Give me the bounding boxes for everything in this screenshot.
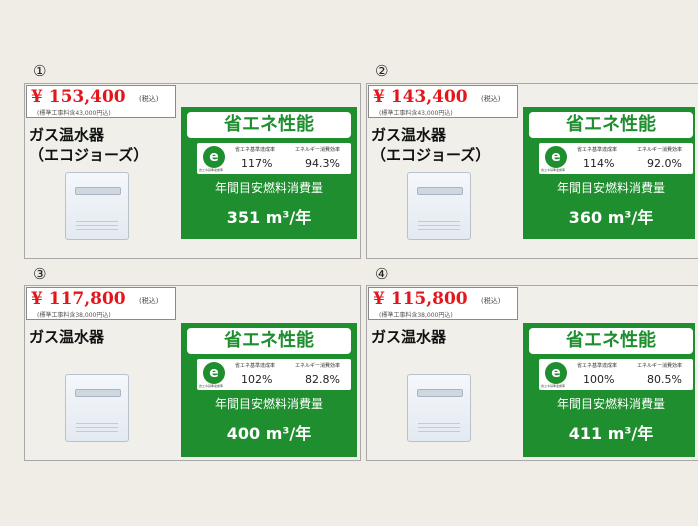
efficiency-rate: 92.0% bbox=[647, 157, 682, 170]
energy-label-logo-icon: e bbox=[203, 146, 225, 168]
installation-note: (標準工事料含38,000円込) bbox=[37, 312, 111, 319]
water-heater-icon bbox=[407, 374, 471, 442]
product-number: ① bbox=[33, 62, 47, 80]
achievement-label: 省エネ基準達成率 bbox=[235, 147, 276, 153]
price: ¥ 117,800 bbox=[31, 289, 126, 309]
efficiency-rate: 80.5% bbox=[647, 373, 682, 386]
achievement-label: 省エネ基準達成率 bbox=[577, 147, 618, 153]
achievement-label: 省エネ基準達成率 bbox=[235, 363, 276, 369]
energy-label-box: e 省エネ基準達成率 省エネ基準達成率 エネルギー消費効率 100% 80.5% bbox=[539, 359, 693, 390]
achievement-rate: 117% bbox=[241, 157, 273, 170]
logo-caption: 省エネ基準達成率 bbox=[199, 384, 224, 388]
fuel-label: 年間目安燃料消費量 bbox=[214, 397, 323, 411]
product-card-3: ¥ 117,800 (税込) (標準工事料含38,000円込) ガス温水器 省エ… bbox=[24, 285, 361, 461]
energy-badge: 省エネ性能 e 省エネ基準達成率 省エネ基準達成率 エネルギー消費効率 102%… bbox=[181, 323, 357, 457]
efficiency-label: エネルギー消費効率 bbox=[637, 147, 683, 153]
tax-note: (税込) bbox=[481, 95, 501, 103]
price-box: ¥ 143,400 (税込) (標準工事料含43,000円込) bbox=[368, 85, 518, 118]
energy-label-logo-icon: e bbox=[545, 146, 567, 168]
product-card-4: ¥ 115,800 (税込) (標準工事料含38,000円込) ガス温水器 省エ… bbox=[366, 285, 698, 461]
badge-title: 省エネ性能 bbox=[187, 112, 351, 138]
price-box: ¥ 115,800 (税込) (標準工事料含38,000円込) bbox=[368, 287, 518, 320]
installation-note: (標準工事料含43,000円込) bbox=[379, 110, 453, 117]
fuel-label: 年間目安燃料消費量 bbox=[556, 397, 665, 411]
efficiency-label: エネルギー消費効率 bbox=[637, 363, 683, 369]
achievement-rate: 114% bbox=[583, 157, 615, 170]
price: ¥ 143,400 bbox=[373, 87, 468, 107]
installation-note: (標準工事料含43,000円込) bbox=[37, 110, 111, 117]
efficiency-rate: 82.8% bbox=[305, 373, 340, 386]
price-box: ¥ 153,400 (税込) (標準工事料含43,000円込) bbox=[26, 85, 176, 118]
efficiency-label: エネルギー消費効率 bbox=[295, 147, 341, 153]
tax-note: (税込) bbox=[139, 297, 159, 305]
efficiency-label: エネルギー消費効率 bbox=[295, 363, 341, 369]
energy-label-box: e 省エネ基準達成率 省エネ基準達成率 エネルギー消費効率 117% 94.3% bbox=[197, 143, 351, 174]
badge-title: 省エネ性能 bbox=[529, 328, 693, 354]
price-box: ¥ 117,800 (税込) (標準工事料含38,000円込) bbox=[26, 287, 176, 320]
product-number: ③ bbox=[33, 265, 47, 283]
price: ¥ 153,400 bbox=[31, 87, 126, 107]
badge-title: 省エネ性能 bbox=[187, 328, 351, 354]
water-heater-icon bbox=[407, 172, 471, 240]
product-name: ガス温水器 bbox=[371, 328, 447, 346]
product-card-2: ¥ 143,400 (税込) (標準工事料含43,000円込) ガス温水器 （エ… bbox=[366, 83, 698, 259]
product-card-1: ¥ 153,400 (税込) (標準工事料含43,000円込) ガス温水器 （エ… bbox=[24, 83, 361, 259]
product-name: ガス温水器 bbox=[371, 126, 447, 144]
achievement-label: 省エネ基準達成率 bbox=[577, 363, 618, 369]
efficiency-rate: 94.3% bbox=[305, 157, 340, 170]
water-heater-icon bbox=[65, 172, 129, 240]
energy-badge: 省エネ性能 e 省エネ基準達成率 省エネ基準達成率 エネルギー消費効率 114%… bbox=[523, 107, 695, 239]
energy-badge: 省エネ性能 e 省エネ基準達成率 省エネ基準達成率 エネルギー消費効率 117%… bbox=[181, 107, 357, 239]
installation-note: (標準工事料含38,000円込) bbox=[379, 312, 453, 319]
product-subname: （エコジョーズ） bbox=[29, 146, 149, 164]
achievement-rate: 102% bbox=[241, 373, 273, 386]
fuel-label: 年間目安燃料消費量 bbox=[214, 181, 323, 195]
achievement-rate: 100% bbox=[583, 373, 615, 386]
energy-label-logo-icon: e bbox=[203, 362, 225, 384]
energy-badge: 省エネ性能 e 省エネ基準達成率 省エネ基準達成率 エネルギー消費効率 100%… bbox=[523, 323, 695, 457]
fuel-value: 360 m³/年 bbox=[568, 208, 654, 227]
badge-title: 省エネ性能 bbox=[529, 112, 693, 138]
energy-label-box: e 省エネ基準達成率 省エネ基準達成率 エネルギー消費効率 102% 82.8% bbox=[197, 359, 351, 390]
tax-note: (税込) bbox=[139, 95, 159, 103]
tax-note: (税込) bbox=[481, 297, 501, 305]
fuel-label: 年間目安燃料消費量 bbox=[556, 181, 665, 195]
product-name: ガス温水器 bbox=[29, 126, 105, 144]
price: ¥ 115,800 bbox=[373, 289, 468, 309]
logo-caption: 省エネ基準達成率 bbox=[541, 168, 566, 172]
water-heater-icon bbox=[65, 374, 129, 442]
energy-label-logo-icon: e bbox=[545, 362, 567, 384]
product-number: ② bbox=[375, 62, 389, 80]
logo-caption: 省エネ基準達成率 bbox=[541, 384, 566, 388]
product-name: ガス温水器 bbox=[29, 328, 105, 346]
product-subname: （エコジョーズ） bbox=[371, 146, 491, 164]
logo-caption: 省エネ基準達成率 bbox=[199, 168, 224, 172]
fuel-value: 400 m³/年 bbox=[226, 424, 312, 443]
energy-label-box: e 省エネ基準達成率 省エネ基準達成率 エネルギー消費効率 114% 92.0% bbox=[539, 143, 693, 174]
fuel-value: 411 m³/年 bbox=[568, 424, 654, 443]
fuel-value: 351 m³/年 bbox=[226, 208, 312, 227]
product-number: ④ bbox=[375, 265, 389, 283]
